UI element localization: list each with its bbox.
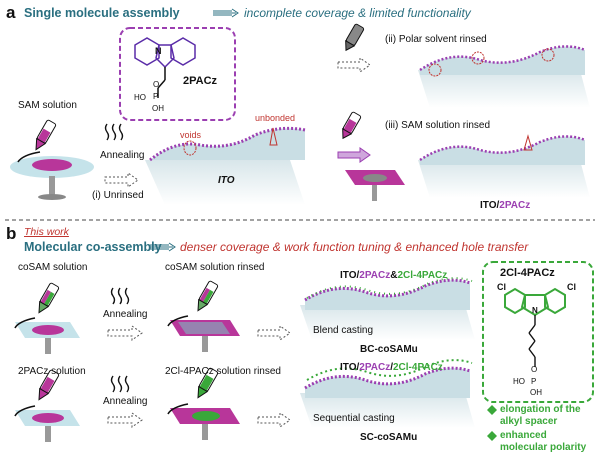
bullet-2-line1: enhanced — [500, 430, 547, 441]
polar-rinsed-label: (ii) Polar solvent rinsed — [385, 34, 487, 45]
pipette-b1-grey — [197, 280, 219, 312]
pipette-purple — [342, 111, 362, 140]
2cl-4pacz-structure — [504, 287, 566, 317]
heat-icon-b2 — [110, 375, 130, 393]
header-arrow-b — [150, 242, 176, 252]
dish-b1-rinsed — [167, 315, 240, 352]
bullet-diamond-1 — [487, 405, 497, 415]
voids-label: voids — [180, 130, 202, 140]
ito-label: ITO — [218, 175, 235, 186]
ito-slab-sam — [418, 134, 590, 198]
dish-a-small — [345, 170, 405, 201]
dashed-arrow-a1 — [104, 172, 139, 188]
sam-solution-label: SAM solution — [18, 100, 77, 111]
this-work-label: This work — [24, 226, 69, 238]
sam-rinsed-label: (iii) SAM solution rinsed — [385, 120, 491, 131]
blend-casting-label: Blend casting — [313, 325, 374, 336]
sc-top-cl: 2Cl-4PACz — [392, 362, 443, 373]
2pacz-solution-label: 2PACz solution — [18, 366, 86, 377]
2pacz-oh-atom: OH — [152, 104, 164, 113]
cl-rinsed-label: 2Cl-4PACz solution rinsed — [165, 366, 281, 377]
dish-b2 — [14, 405, 80, 442]
ito-2pacz-label: ITO/2PACz — [480, 200, 530, 211]
sequential-casting-label: Sequential casting — [313, 413, 395, 424]
sc-top-sep: / — [390, 362, 393, 373]
bc-top-amp: & — [390, 270, 398, 281]
sc-top-2pacz: 2PACz — [359, 362, 391, 373]
panel-a-subtitle: incomplete coverage & limited functional… — [244, 6, 471, 20]
2cl-4pacz-o-atom: O — [531, 365, 538, 374]
ito-2pacz-ito: ITO/ — [480, 200, 500, 211]
2cl-4pacz-cl1-atom: Cl — [497, 282, 506, 292]
2pacz-name: 2PACz — [183, 75, 218, 87]
panel-b-title: Molecular co-assembly — [24, 240, 162, 254]
2pacz-ho-atom: HO — [134, 93, 146, 102]
2pacz-structure — [134, 37, 196, 98]
2cl-4pacz-cl2-atom: Cl — [567, 282, 576, 292]
2cl-4pacz-box — [482, 261, 594, 403]
pipette-b1 — [38, 282, 60, 314]
2cl-4pacz-oh-atom: OH — [530, 388, 542, 397]
2cl-4pacz-chain — [528, 315, 536, 367]
bc-top-ito: ITO/ — [340, 270, 360, 281]
dashed-arrow-b1 — [107, 325, 143, 341]
bullet-1-line1: elongation of the — [500, 404, 581, 415]
bc-top-2pacz: 2PACz — [359, 270, 391, 281]
bc-top-label: ITO/2PACz&2Cl-4PACz — [340, 270, 447, 281]
annealing-label-b2: Annealing — [103, 396, 148, 407]
2pacz-p-atom: P — [153, 92, 159, 101]
sc-top-label: ITO/2PACz/2Cl-4PACz — [340, 362, 443, 373]
arrow-a3 — [337, 147, 371, 163]
bullet-2-line2: molecular polarity — [500, 442, 587, 453]
pipette-grey — [345, 23, 365, 52]
2pacz-n-atom: N — [155, 46, 162, 56]
dashed-arrow-a2 — [337, 57, 371, 73]
unrinsed-label: (i) Unrinsed — [92, 190, 144, 201]
dashed-arrow-b2 — [257, 325, 291, 341]
panel-a-title: Single molecule assembly — [24, 6, 180, 20]
dish-a — [10, 151, 94, 200]
bullet-1-line2: alkyl spacer — [500, 416, 558, 427]
annealing-label-a: Annealing — [100, 150, 145, 161]
ito-2pacz-2pacz: 2PACz — [499, 200, 531, 211]
heat-icon-b1 — [110, 287, 130, 305]
pipette-a — [35, 119, 57, 151]
2pacz-box — [119, 27, 236, 121]
annealing-label-b1: Annealing — [103, 309, 148, 320]
dashed-arrow-b4 — [257, 412, 291, 428]
cosam-solution-label: coSAM solution — [18, 262, 88, 273]
heat-icon-a — [104, 123, 124, 141]
panel-b-subtitle: denser coverage & work function tuning &… — [180, 240, 529, 254]
ito-slab-polar — [418, 45, 590, 108]
header-arrow-a — [213, 8, 239, 18]
ito-slab-bc — [300, 277, 475, 340]
bc-top-cl: 2Cl-4PACz — [397, 270, 448, 281]
sc-top-ito: ITO/ — [340, 362, 360, 373]
dashed-arrow-b3 — [107, 412, 143, 428]
2pacz-o-atom: O — [153, 80, 160, 89]
dish-b2-rinsed — [167, 403, 240, 440]
dish-b1 — [14, 317, 80, 354]
sc-cosamu-label: SC-coSAMu — [360, 432, 418, 443]
panel-letter-b: b — [6, 224, 17, 243]
unbonded-label: unbonded — [255, 113, 296, 123]
pipette-b2 — [38, 369, 60, 401]
2cl-4pacz-p-atom: P — [531, 377, 537, 386]
ito-slab-sc — [300, 359, 475, 428]
pipette-b2-green — [197, 367, 219, 399]
2cl-4pacz-n-atom: N — [532, 306, 538, 315]
2cl-4pacz-ho-atom: HO — [513, 377, 525, 386]
ito-slab-main — [145, 126, 306, 205]
2cl-4pacz-name: 2Cl-4PACz — [500, 267, 555, 279]
bc-cosamu-label: BC-coSAMu — [360, 344, 418, 355]
bullet-diamond-2 — [487, 431, 497, 441]
cosam-rinsed-label: coSAM solution rinsed — [165, 262, 265, 273]
panel-letter-a: a — [6, 3, 16, 22]
